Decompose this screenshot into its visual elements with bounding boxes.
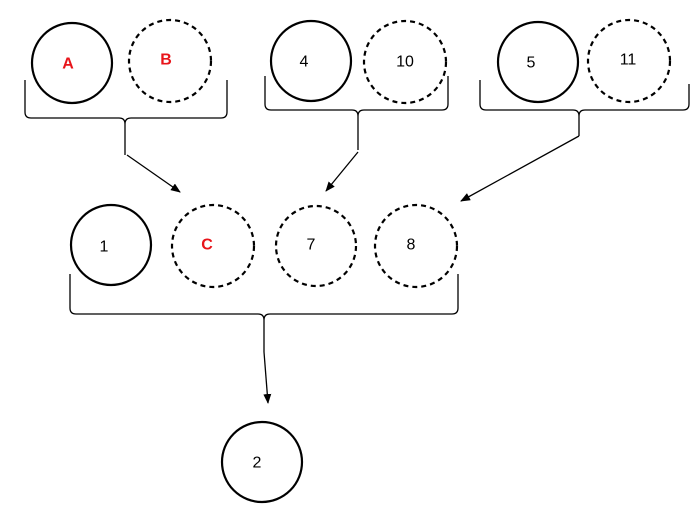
node-10: 10: [362, 19, 448, 105]
node-10-label: 10: [396, 54, 414, 71]
node-7: 7: [274, 204, 358, 288]
arrow-5-11-to-8: [460, 135, 580, 202]
node-a: A: [30, 21, 114, 105]
node-b: B: [127, 18, 213, 104]
brace-group-4-10: [264, 76, 449, 150]
node-c: C: [170, 203, 256, 289]
node-8: 8: [373, 203, 459, 289]
node-1: 1: [69, 203, 153, 287]
node-4-label: 4: [300, 54, 309, 71]
node-5: 5: [496, 20, 580, 104]
node-5-label: 5: [527, 55, 536, 72]
brace-group-a-b: [24, 80, 228, 155]
node-8-label: 8: [407, 237, 416, 254]
arrow-middle-to-2: [263, 351, 272, 404]
node-7-label: 7: [307, 237, 316, 254]
brace-group-middle: [69, 274, 459, 352]
node-11-label: 11: [620, 52, 637, 69]
node-b-label: B: [160, 52, 172, 69]
node-2-label: 2: [253, 455, 262, 472]
brace-group-5-11: [479, 80, 690, 136]
node-11: 11: [586, 18, 672, 104]
arrow-4-10-to-7: [325, 151, 359, 192]
node-a-label: A: [62, 56, 74, 73]
node-1-label: 1: [100, 239, 109, 256]
arrow-a-b-to-c: [126, 154, 181, 193]
node-2: 2: [220, 420, 304, 504]
node-c-label: C: [201, 237, 213, 254]
node-4: 4: [269, 19, 353, 103]
